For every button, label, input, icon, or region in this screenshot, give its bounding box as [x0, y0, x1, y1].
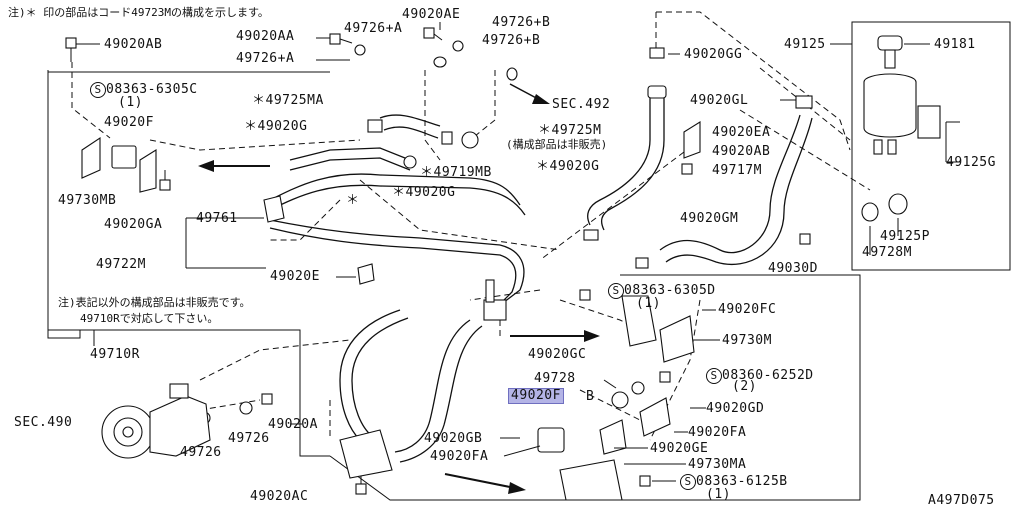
label-49726-2[interactable]: 49726 — [180, 445, 222, 460]
label-49181[interactable]: 49181 — [934, 37, 976, 52]
label-49020E[interactable]: 49020E — [270, 269, 320, 284]
label-08363-6305D-qty: (1) — [636, 296, 661, 311]
label-49020GD[interactable]: 49020GD — [706, 401, 765, 416]
label-49020GL[interactable]: 49020GL — [690, 93, 749, 108]
label-49730MB[interactable]: 49730MB — [58, 193, 117, 208]
label-SEC492[interactable]: SEC.492 — [552, 97, 611, 112]
label-08363-6305C-qty: (1) — [118, 95, 143, 110]
label-49728M[interactable]: 49728M — [862, 245, 912, 260]
label-49726A-2[interactable]: 49726+A — [236, 51, 295, 66]
label-49761[interactable]: 49761 — [196, 211, 238, 226]
label-49730M[interactable]: 49730M — [722, 333, 772, 348]
label-08360-6252D-qty: (2) — [732, 379, 757, 394]
label-49726-1[interactable]: 49726 — [228, 431, 270, 446]
label-49020FA-2[interactable]: 49020FA — [430, 449, 489, 464]
label-49020G-1[interactable]: ＊49020G — [244, 119, 308, 134]
label-49726A-1[interactable]: 49726+A — [344, 21, 403, 36]
label-49125P[interactable]: 49125P — [880, 229, 930, 244]
note2-line1: 注)表記以外の構成部品は非販売です。 — [58, 296, 251, 309]
label-49020AB-right[interactable]: 49020AB — [712, 144, 771, 159]
s-marker-icon: S — [90, 82, 106, 98]
label-49020AE[interactable]: 49020AE — [402, 7, 461, 22]
reservoir-frame — [851, 21, 1011, 271]
label-49020AB-top[interactable]: 49020AB — [104, 37, 163, 52]
label-49725M[interactable]: ＊49725M — [538, 123, 602, 138]
label-SEC490[interactable]: SEC.490 — [14, 415, 73, 430]
label-49125G[interactable]: 49125G — [946, 155, 996, 170]
label-49726B-1[interactable]: 49726+B — [492, 15, 551, 30]
label-49725MA[interactable]: ＊49725MA — [252, 93, 324, 108]
label-49020GM[interactable]: 49020GM — [680, 211, 739, 226]
label-49020GA[interactable]: 49020GA — [104, 217, 163, 232]
label-49020GE[interactable]: 49020GE — [650, 441, 709, 456]
label-49020AC[interactable]: 49020AC — [250, 489, 309, 504]
s-marker-icon: S — [706, 368, 722, 384]
label-49722M[interactable]: 49722M — [96, 257, 146, 272]
label-49020EA[interactable]: 49020EA — [712, 125, 771, 140]
label-49020F-left[interactable]: 49020F — [104, 115, 154, 130]
header-note: 注)＊ 印の部品はコード49723Mの構成を示します。 — [8, 6, 269, 19]
label-B: B — [586, 389, 595, 404]
label-49020FC[interactable]: 49020FC — [718, 302, 777, 317]
label-49020A[interactable]: 49020A — [268, 417, 318, 432]
label-49020GC[interactable]: 49020GC — [528, 347, 587, 362]
label-08363-6125B-qty: (1) — [706, 487, 731, 502]
label-49728[interactable]: 49728 — [534, 371, 576, 386]
label-not-sold-note: (構成部品は非販売) — [506, 138, 608, 151]
label-49020GB[interactable]: 49020GB — [424, 431, 483, 446]
label-asterisk: ＊ — [346, 193, 360, 208]
label-49020F-highlighted[interactable]: 49020F — [508, 388, 564, 404]
label-49719MB[interactable]: ＊49719MB — [420, 165, 492, 180]
label-49030D[interactable]: 49030D — [768, 261, 818, 276]
label-49020FA-1[interactable]: 49020FA — [688, 425, 747, 440]
label-49020G-3[interactable]: ＊49020G — [392, 185, 456, 200]
s-marker-icon: S — [608, 283, 624, 299]
label-49020GG[interactable]: 49020GG — [684, 47, 743, 62]
label-49710R[interactable]: 49710R — [90, 347, 140, 362]
label-49730MA[interactable]: 49730MA — [688, 457, 747, 472]
frame-bottom-right — [329, 274, 861, 501]
frame-left — [47, 71, 330, 457]
label-49717M[interactable]: 49717M — [712, 163, 762, 178]
label-49020G-2[interactable]: ＊49020G — [536, 159, 600, 174]
s-marker-icon: S — [680, 474, 696, 490]
label-49125[interactable]: 49125 — [784, 37, 826, 52]
label-49020AA[interactable]: 49020AA — [236, 29, 295, 44]
diagram-code: A497D075 — [928, 493, 995, 508]
note2-line2: 49710Rで対応して下さい。 — [80, 312, 219, 325]
label-49726B-2[interactable]: 49726+B — [482, 33, 541, 48]
